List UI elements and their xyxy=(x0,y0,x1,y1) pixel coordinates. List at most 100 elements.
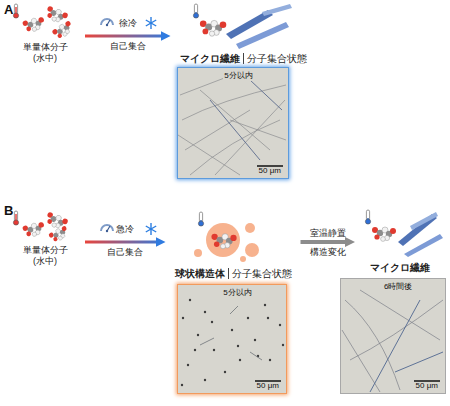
molecule xyxy=(22,16,46,34)
fiber xyxy=(360,290,440,340)
particle xyxy=(224,371,226,373)
thermometer-icon xyxy=(198,212,203,226)
snowflake-icon xyxy=(146,223,156,235)
fiber xyxy=(230,120,286,140)
process-arrow xyxy=(85,241,158,244)
streak xyxy=(230,306,238,314)
streak xyxy=(200,338,214,345)
stage-label: マイクロ繊維 xyxy=(370,262,430,273)
molecule xyxy=(211,234,236,249)
fiber xyxy=(350,300,443,360)
speed-gauge-icon xyxy=(101,19,113,26)
stage-label: マイクロ繊維 xyxy=(180,53,240,64)
time-label: 6時間後 xyxy=(383,283,413,292)
particle xyxy=(197,334,199,336)
stage-label: 球状構造体 xyxy=(175,268,225,279)
stage-label: 分子集合状態 xyxy=(243,53,307,64)
thermometer-icon xyxy=(13,211,18,225)
sphere xyxy=(206,223,240,257)
particle xyxy=(269,359,271,361)
fiber-stage: マイクロ繊維 xyxy=(360,208,440,274)
particle xyxy=(282,344,284,346)
stage-label: 分子集合状態 xyxy=(228,268,292,279)
fiber-bar xyxy=(236,22,289,49)
molecule xyxy=(372,227,396,241)
fiber-texture xyxy=(178,72,286,175)
process-arrow xyxy=(85,35,163,38)
particle xyxy=(211,321,213,323)
fiber xyxy=(200,90,270,150)
fiber xyxy=(182,85,286,120)
label-row: 球状構造体分子集合状態 xyxy=(175,268,292,279)
fiber xyxy=(250,80,282,110)
panel-letter: A xyxy=(4,2,13,18)
molecule xyxy=(48,225,70,245)
stage-label: 単量体分子 (水中) xyxy=(21,245,70,267)
label-row: マイクロ繊維分子集合状態 xyxy=(180,53,307,64)
particle xyxy=(181,384,183,386)
fiber xyxy=(345,300,400,390)
cooling-label: 急冷 xyxy=(116,224,134,235)
molecule xyxy=(22,221,46,239)
sphere xyxy=(194,249,202,257)
snowflake-icon xyxy=(146,17,156,29)
scale-label: 50 μm xyxy=(258,167,282,176)
particle xyxy=(194,349,196,351)
process-label: 室温静置 xyxy=(310,228,346,239)
label-row: 単量体分子 (水中) xyxy=(21,245,70,267)
particle xyxy=(239,359,241,361)
monomer-stage: 単量体分子 (水中) xyxy=(10,3,80,65)
particle xyxy=(267,317,269,319)
scale-label: 50 μm xyxy=(415,382,439,391)
particle xyxy=(189,299,191,301)
sphere xyxy=(240,256,246,262)
particle-texture xyxy=(181,299,284,386)
micrograph-ground xyxy=(177,67,289,179)
particle xyxy=(279,324,281,326)
particle xyxy=(187,364,189,366)
fiber xyxy=(370,300,420,392)
molecule xyxy=(200,20,226,36)
streak-texture xyxy=(200,306,262,360)
sphere-stage: 球状構造体分子集合状態 xyxy=(171,210,296,280)
fiber xyxy=(342,330,380,392)
micrograph: 5分以内 50 μm xyxy=(177,284,287,394)
fiber xyxy=(178,135,240,175)
label-row: 単量体分子 (水中) xyxy=(21,42,70,64)
thermometer-icon xyxy=(365,210,370,224)
fiber xyxy=(395,352,443,372)
label-row: マイクロ繊維 xyxy=(370,262,430,273)
particle xyxy=(213,349,215,351)
arrow-label: 自己集合 xyxy=(107,247,143,258)
fiber-bar xyxy=(410,212,438,230)
fiber xyxy=(210,100,260,160)
micrograph-ground xyxy=(177,284,287,394)
particle xyxy=(231,329,233,331)
fiber-bar xyxy=(262,4,292,16)
particle xyxy=(204,311,206,313)
time-label: 5分以内 xyxy=(222,289,252,298)
fiber-stage: マイクロ繊維分子集合状態 xyxy=(176,3,311,65)
stage-label: 単量体分子 (水中) xyxy=(21,42,70,64)
micrograph: 6時間後 50 μm xyxy=(340,278,446,394)
particle xyxy=(264,304,266,306)
monomer-stage: 単量体分子 (水中) xyxy=(10,210,80,268)
thermometer-icon xyxy=(13,4,18,18)
arrow-label: 自己集合 xyxy=(110,41,146,52)
particle xyxy=(182,317,184,319)
molecule xyxy=(51,19,75,41)
fiber xyxy=(185,110,250,150)
particle xyxy=(247,317,249,319)
arrow-label: 構造変化 xyxy=(310,247,346,258)
micrograph-ground xyxy=(340,278,446,394)
scale-label: 50 μm xyxy=(256,382,280,391)
cooling-label: 徐冷 xyxy=(119,18,137,29)
particle xyxy=(237,345,239,347)
fiber xyxy=(215,100,285,175)
thermometer-icon xyxy=(193,4,198,18)
particle xyxy=(204,379,206,381)
streak xyxy=(250,352,262,360)
speed-gauge-icon xyxy=(101,225,113,232)
time-label: 5分以内 xyxy=(223,72,253,81)
